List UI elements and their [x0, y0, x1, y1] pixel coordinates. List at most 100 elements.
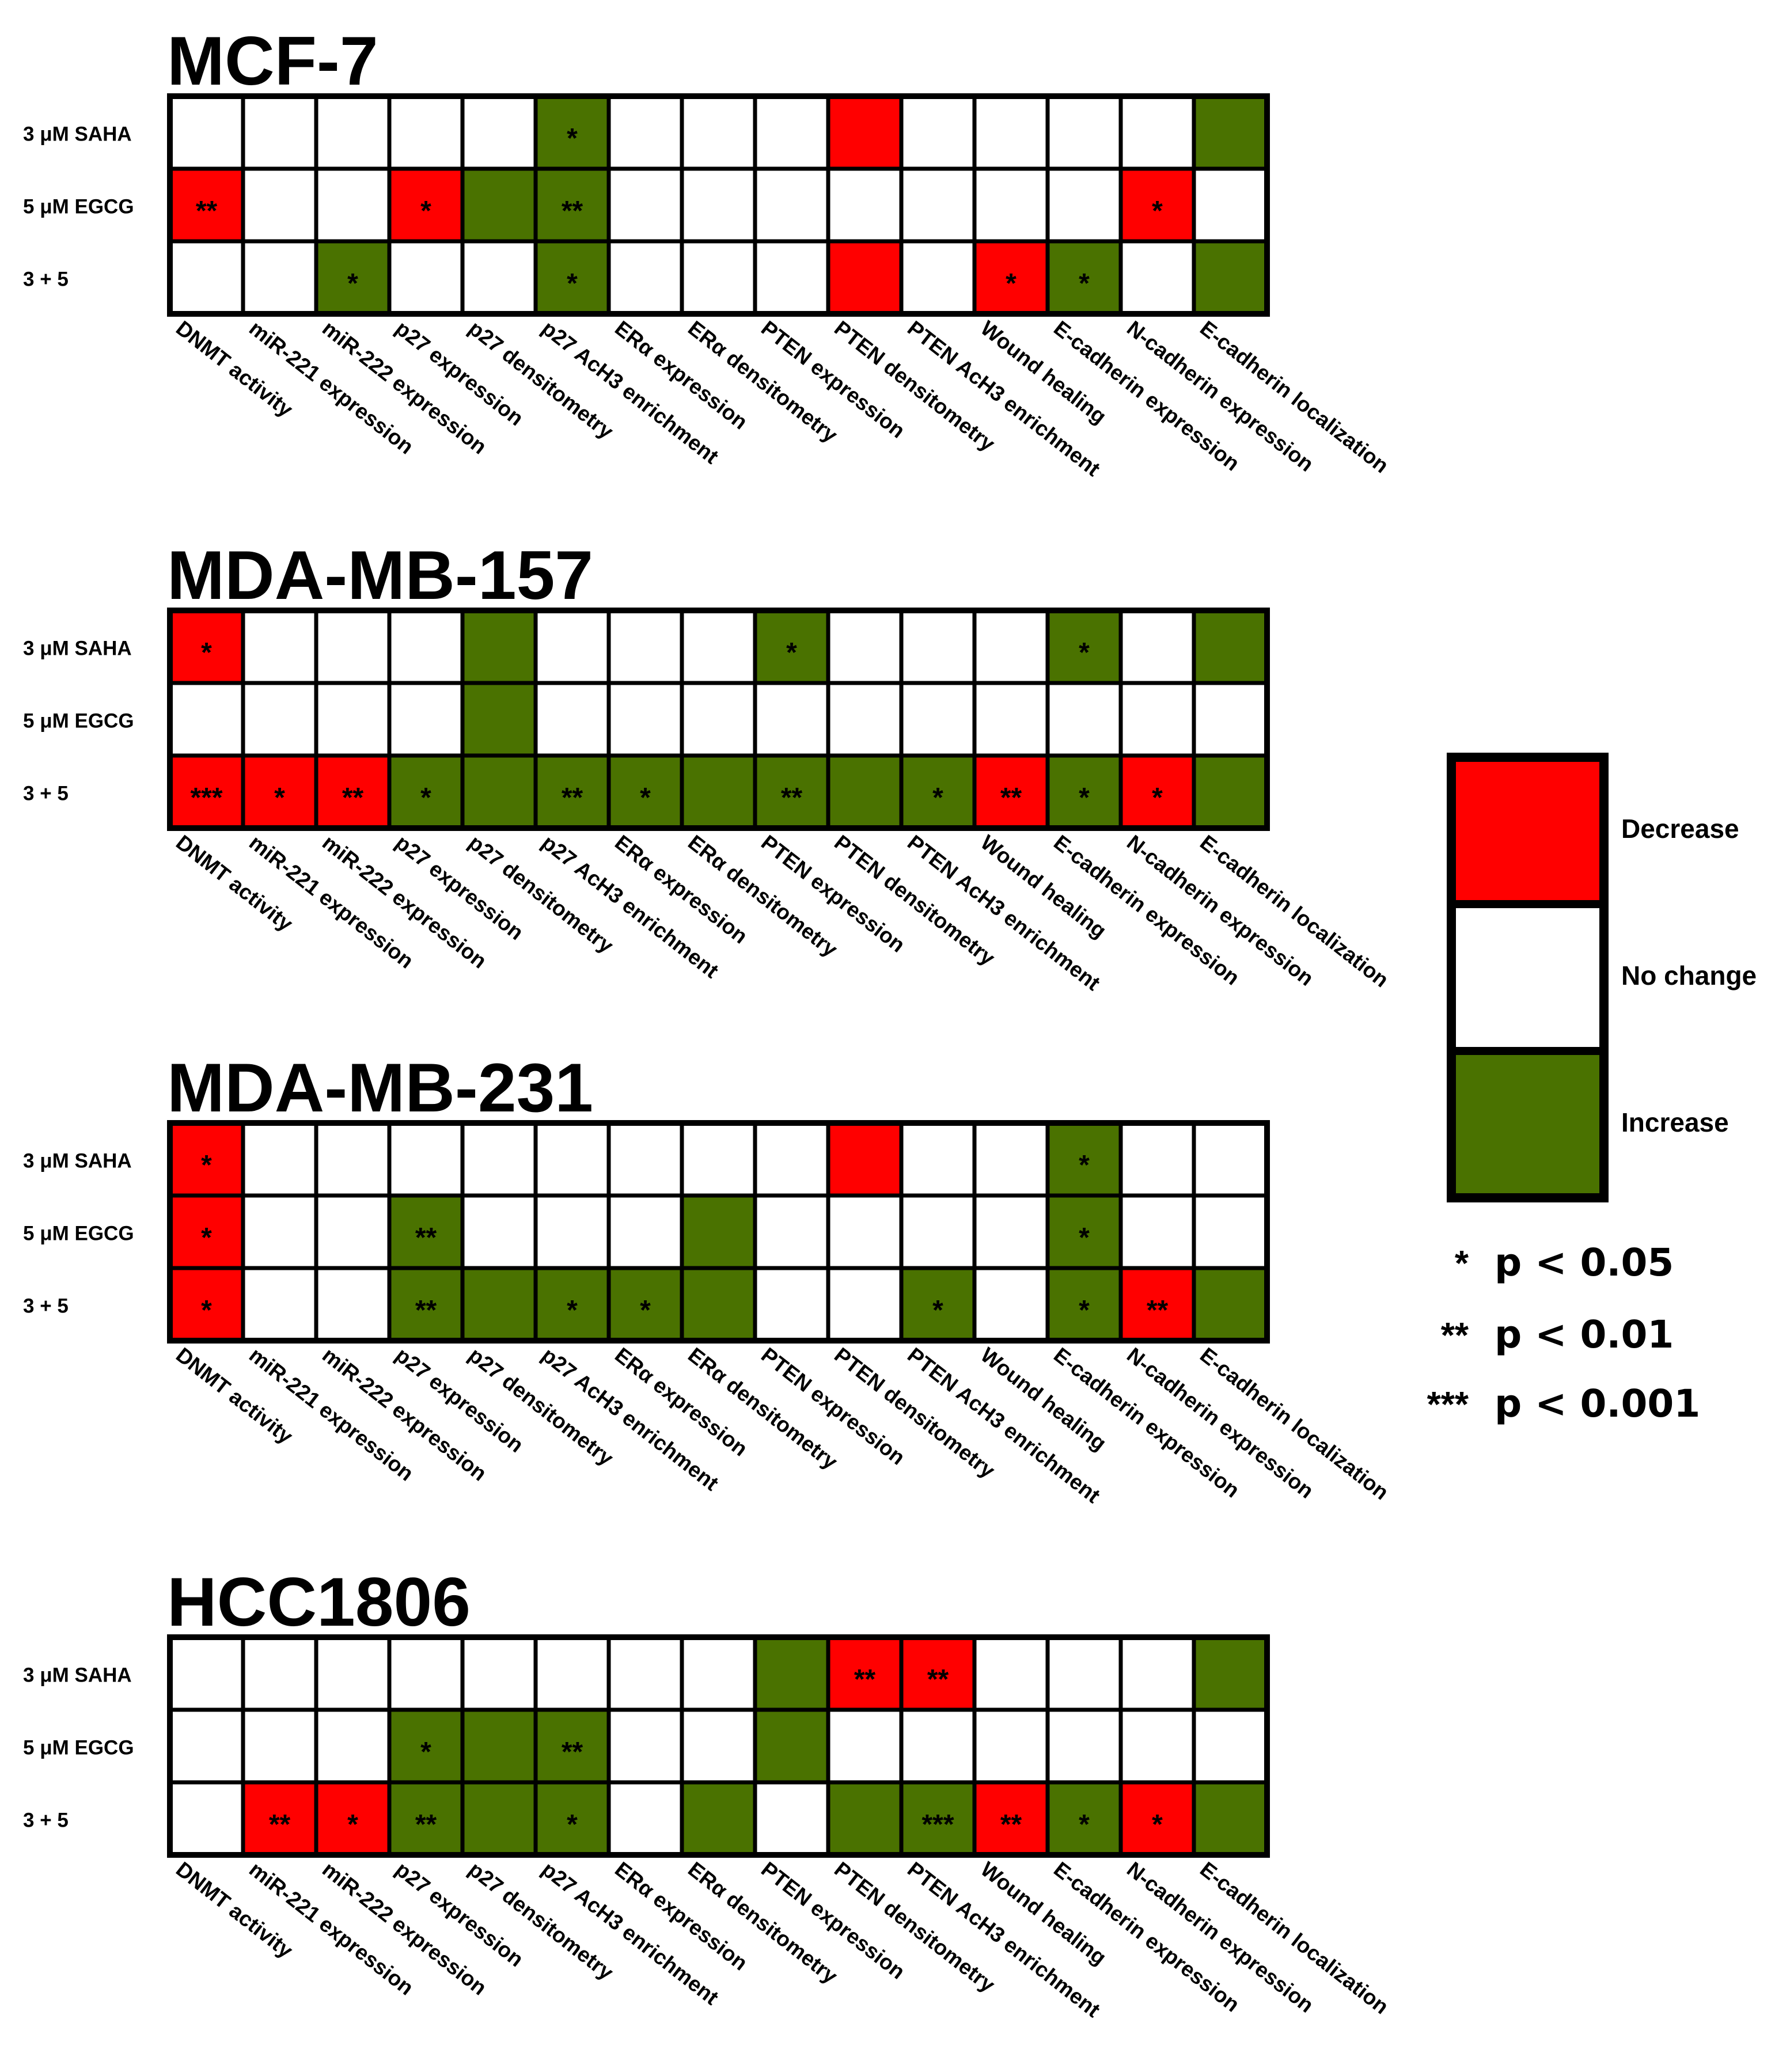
- significance-marker: *: [786, 637, 797, 668]
- significance-marker: *: [1079, 1150, 1090, 1181]
- column-label-er-expression: ERα expression: [610, 1857, 752, 1975]
- significance-key-text: p < 0.01: [1495, 1312, 1674, 1357]
- significance-marker: *: [1079, 268, 1090, 299]
- heatmap-cell: [972, 239, 1050, 316]
- heatmap-cell: [680, 94, 757, 171]
- heatmap-cell: [460, 1635, 538, 1712]
- legend-swatch-no-change: [1447, 900, 1608, 1055]
- significance-marker: ***: [921, 1809, 954, 1840]
- significance-marker: *: [1079, 1295, 1090, 1326]
- heatmap-cell: [168, 1780, 245, 1857]
- significance-marker: *: [347, 1809, 358, 1840]
- heatmap-cell: [1192, 239, 1269, 316]
- heatmap-cell: [1045, 94, 1123, 171]
- heatmap-cell: [680, 1121, 757, 1198]
- significance-marker: *: [567, 1809, 578, 1840]
- heatmap-cell: [533, 1193, 611, 1270]
- heatmap-cell: [826, 1266, 904, 1343]
- significance-marker: **: [562, 196, 583, 226]
- significance-marker: *: [1152, 1809, 1163, 1840]
- heatmap-cell: [826, 1707, 904, 1785]
- heatmap-cell: [606, 1193, 684, 1270]
- heatmap-cell: [899, 1121, 977, 1198]
- cells: ***********: [168, 94, 1269, 316]
- heatmap-cell: [533, 608, 611, 685]
- heatmap-cell: [1118, 608, 1196, 685]
- heatmap-cell: [1118, 1121, 1196, 1198]
- significance-marker: **: [562, 783, 583, 813]
- heatmap-cell: [314, 1266, 392, 1343]
- significance-marker: **: [415, 1295, 437, 1326]
- heatmap-cell: [314, 166, 392, 244]
- heatmap-cell: [1118, 1635, 1196, 1712]
- heatmap-cell: [241, 239, 318, 316]
- column-label-wound-healing: Wound healing: [976, 830, 1111, 943]
- significance-marker: *: [420, 783, 431, 813]
- heatmap-cell: [1192, 94, 1269, 171]
- legend-label-increase: Increase: [1621, 1107, 1729, 1137]
- heatmap-cell: [168, 1635, 245, 1712]
- row-label-3-m-saha: 3 μM SAHA: [23, 1664, 132, 1686]
- heatmap-cell: [1118, 1707, 1196, 1785]
- heatmap-cell: [1118, 1266, 1196, 1343]
- legend-swatch-decrease: [1447, 753, 1608, 908]
- column-label-er-expression: ERα expression: [610, 830, 752, 948]
- heatmap-cell: [753, 1121, 830, 1198]
- column-label-p27-expression: p27 expression: [391, 316, 528, 430]
- significance-marker: *: [1006, 268, 1017, 299]
- heatmap-cell: [533, 1635, 611, 1712]
- heatmap-cell: [753, 94, 830, 171]
- column-label-wound-healing: Wound healing: [976, 1343, 1111, 1455]
- significance-marker: **: [415, 1809, 437, 1840]
- heatmap-cell: [533, 1266, 611, 1343]
- heatmap-cell: [1118, 1193, 1196, 1270]
- significance-marker: *: [567, 1295, 578, 1326]
- heatmap-cell: [606, 1707, 684, 1785]
- heatmap-cell: [168, 239, 245, 316]
- heatmap-cell: [753, 166, 830, 244]
- legend-label-decrease: Decrease: [1621, 814, 1739, 844]
- row-label-3-5: 3 + 5: [23, 1809, 69, 1831]
- heatmap-cell: [314, 1707, 392, 1785]
- heatmap-cell: [533, 681, 611, 758]
- significance-marker: *: [1079, 1223, 1090, 1253]
- significance-marker: **: [1000, 783, 1022, 813]
- heatmap-cell: [387, 94, 465, 171]
- heatmap-cell: [387, 1121, 465, 1198]
- heatmap-cell: [899, 681, 977, 758]
- heatmap-cell: [899, 1707, 977, 1785]
- heatmap-cell: [241, 1707, 318, 1785]
- heatmap-cell: [753, 681, 830, 758]
- heatmap-cell: [680, 1635, 757, 1712]
- heatmap-cell: [241, 1635, 318, 1712]
- heatmap-cell: [899, 608, 977, 685]
- row-label-3-5: 3 + 5: [23, 1295, 69, 1317]
- heatmap-cell: [1045, 1707, 1123, 1785]
- panel-title: MDA-MB-231: [167, 1049, 593, 1126]
- heatmap-cell: [314, 1121, 392, 1198]
- heatmap-cell: [606, 239, 684, 316]
- column-label-wound-healing: Wound healing: [976, 316, 1111, 428]
- heatmap-cell: [606, 1780, 684, 1857]
- heatmap-cell: [826, 94, 904, 171]
- heatmap-cell: [680, 753, 757, 830]
- heatmap-cell: [387, 239, 465, 316]
- significance-marker: *: [1152, 196, 1163, 226]
- heatmap-cell: [241, 94, 318, 171]
- heatmap-cell: [460, 94, 538, 171]
- heatmap-cell: [168, 608, 245, 685]
- heatmap-cell: [241, 681, 318, 758]
- heatmap-cell: [972, 1193, 1050, 1270]
- heatmap-cell: [460, 1780, 538, 1857]
- heatmap-cell: [680, 239, 757, 316]
- heatmap-cell: [241, 166, 318, 244]
- significance-marker: **: [196, 196, 218, 226]
- significance-marker: **: [415, 1223, 437, 1253]
- heatmap-cell: [460, 1121, 538, 1198]
- heatmap-cell: [606, 1635, 684, 1712]
